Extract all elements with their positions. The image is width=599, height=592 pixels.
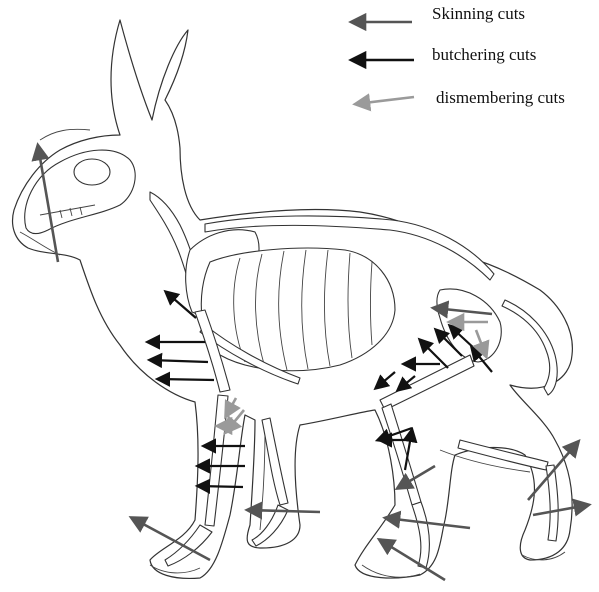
legend-dismembering-arrow	[356, 97, 414, 104]
skinning-cut-arrow	[248, 510, 320, 512]
butchering-cut-arrow	[376, 372, 395, 388]
skinning-cut-arrow	[533, 505, 588, 515]
legend-dismembering-label: dismembering cuts	[436, 88, 565, 107]
butchering-cut-arrow	[158, 379, 214, 380]
legend: Skinning cuts butchering cuts dismemberi…	[352, 4, 565, 107]
legend-skinning-label: Skinning cuts	[432, 4, 525, 23]
butchering-cut-arrow	[160, 375, 215, 378]
legend-butchering-label: butchering cuts	[432, 45, 536, 64]
butchering-cut-arrow	[150, 360, 208, 362]
butchering-cut-arrow	[198, 486, 243, 487]
